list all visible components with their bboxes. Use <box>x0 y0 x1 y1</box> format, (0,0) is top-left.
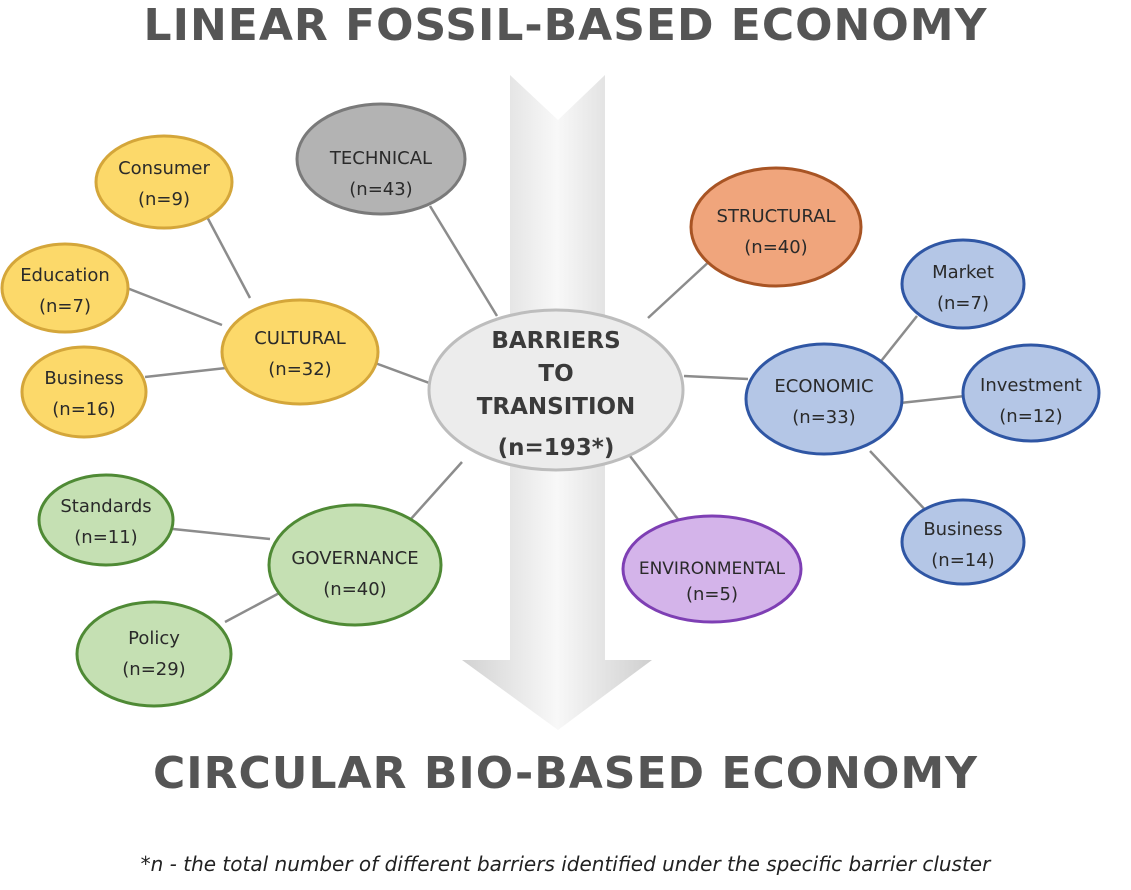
cultural-count: (n=32) <box>268 359 331 380</box>
connector-center-technical <box>428 205 499 317</box>
node-business-economic: Business (n=14) <box>900 498 1026 586</box>
connector-governance-standards <box>172 527 271 541</box>
node-structural: STRUCTURAL (n=40) <box>689 166 863 288</box>
business-economic-label: Business <box>923 519 1002 540</box>
node-business-cultural: Business (n=16) <box>20 345 148 439</box>
connector-cultural-education <box>126 286 223 327</box>
node-technical: TECHNICAL (n=43) <box>295 102 467 216</box>
node-consumer: Consumer (n=9) <box>94 134 234 230</box>
environmental-label: ENVIRONMENTAL <box>639 559 786 579</box>
business-economic-count: (n=14) <box>931 550 994 571</box>
node-standards: Standards (n=11) <box>37 473 175 567</box>
node-education: Education (n=7) <box>0 242 130 334</box>
structural-count: (n=40) <box>744 237 807 258</box>
education-label: Education <box>20 265 110 286</box>
technical-label: TECHNICAL <box>329 148 432 169</box>
business-cultural-count: (n=16) <box>52 399 115 420</box>
connector-cultural-consumer <box>203 212 252 299</box>
node-center: BARRIERS TO TRANSITION (n=193*) <box>427 308 685 472</box>
connector-economic-market <box>877 315 918 366</box>
node-economic: ECONOMIC (n=33) <box>744 342 904 456</box>
node-market: Market (n=7) <box>900 238 1026 330</box>
consumer-label: Consumer <box>118 158 210 179</box>
structural-label: STRUCTURAL <box>717 206 836 227</box>
economic-count: (n=33) <box>792 407 855 428</box>
connector-governance-policy <box>224 588 286 624</box>
technical-count: (n=43) <box>349 179 412 200</box>
investment-count: (n=12) <box>999 406 1062 427</box>
node-investment: Investment (n=12) <box>961 343 1101 443</box>
business-cultural-label: Business <box>44 368 123 389</box>
connector-center-governance <box>409 461 463 521</box>
market-count: (n=7) <box>937 293 989 314</box>
node-governance: GOVERNANCE (n=40) <box>267 503 443 627</box>
connector-cultural-business <box>144 366 227 379</box>
consumer-count: (n=9) <box>138 189 190 210</box>
policy-count: (n=29) <box>122 659 185 680</box>
connector-center-structural <box>647 257 714 319</box>
governance-label: GOVERNANCE <box>291 548 418 569</box>
governance-count: (n=40) <box>323 579 386 600</box>
connector-economic-business <box>869 450 931 516</box>
node-policy: Policy (n=29) <box>75 600 233 708</box>
market-label: Market <box>932 262 994 283</box>
education-count: (n=7) <box>39 296 91 317</box>
connector-center-economic <box>683 374 749 381</box>
center-count: (n=193*) <box>498 435 615 461</box>
cultural-label: CULTURAL <box>254 328 346 349</box>
connector-center-cultural <box>374 361 433 386</box>
connector-economic-investment <box>899 394 966 405</box>
footnote: *n - the total number of different barri… <box>140 852 991 876</box>
title-circular-economy: CIRCULAR BIO-BASED ECONOMY <box>152 748 979 799</box>
center-line-2: TO <box>538 361 573 387</box>
connector-center-environmental <box>629 455 681 523</box>
center-line-1: BARRIERS <box>491 328 620 354</box>
policy-label: Policy <box>128 628 180 649</box>
node-environmental: ENVIRONMENTAL (n=5) <box>621 514 803 624</box>
economic-label: ECONOMIC <box>774 376 873 397</box>
environmental-count: (n=5) <box>686 584 738 605</box>
standards-label: Standards <box>60 496 151 517</box>
node-cultural: CULTURAL (n=32) <box>220 298 380 406</box>
title-linear-economy: LINEAR FOSSIL-BASED ECONOMY <box>143 0 988 51</box>
standards-count: (n=11) <box>74 527 137 548</box>
center-line-3: TRANSITION <box>477 394 636 420</box>
investment-label: Investment <box>980 375 1082 396</box>
